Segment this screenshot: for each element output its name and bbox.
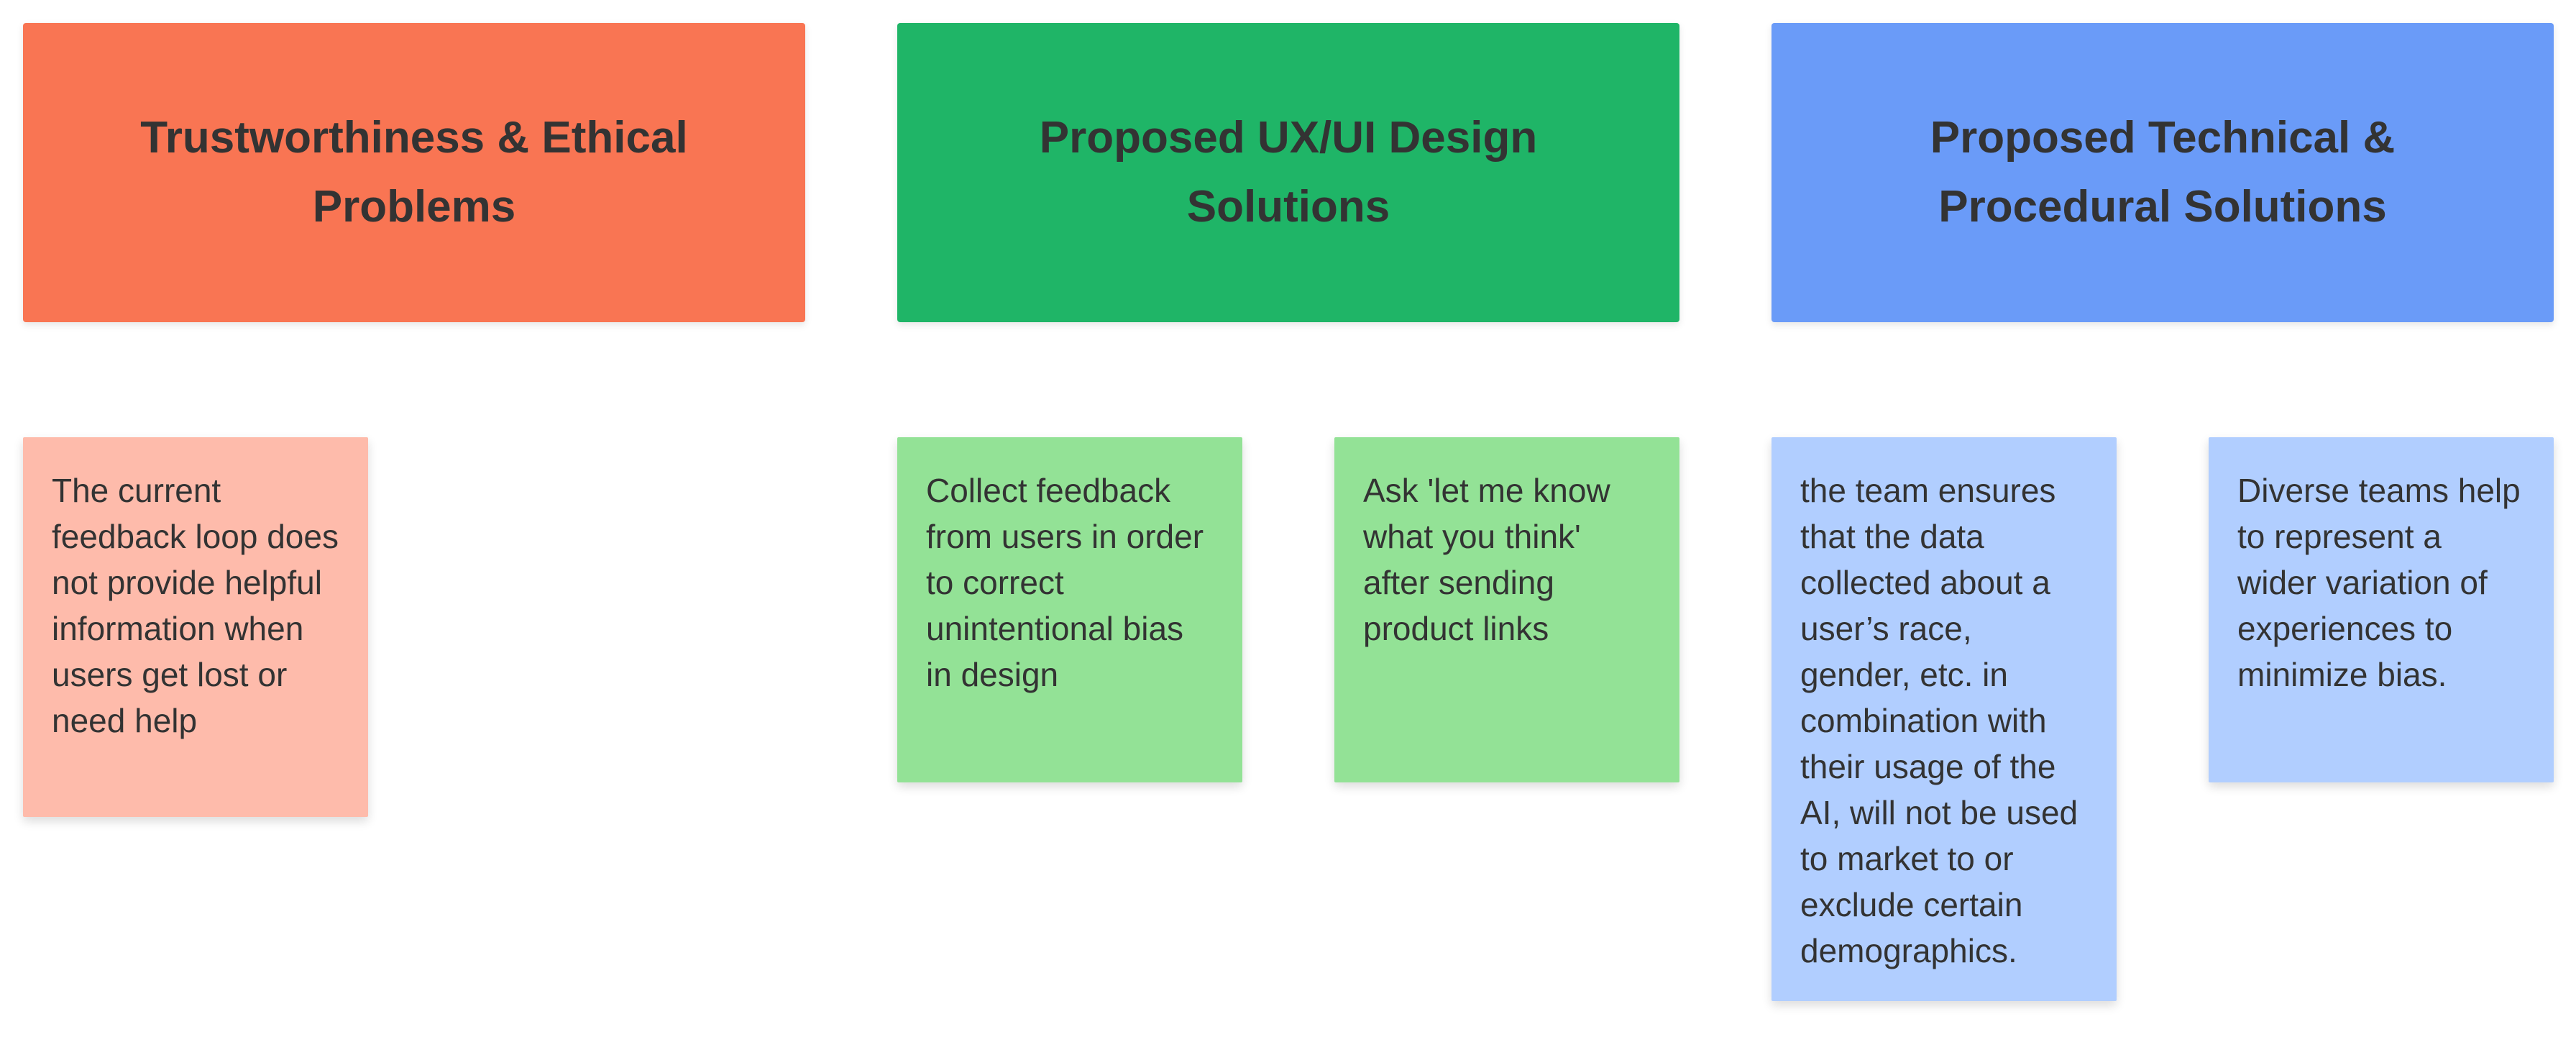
sticky-note-text: Ask 'let me know what you think' after s… (1363, 472, 1610, 647)
sticky-note-ux-1[interactable]: Collect feedback from users in order to … (897, 437, 1242, 782)
sticky-note-text: The current feedback loop does not provi… (52, 472, 339, 739)
sticky-note-ux-2[interactable]: Ask 'let me know what you think' after s… (1334, 437, 1679, 782)
sticky-note-text: the team ensures that the data collected… (1800, 472, 2078, 969)
sticky-note-tech-2[interactable]: Diverse teams help to represent a wider … (2209, 437, 2554, 782)
header-technical-solutions[interactable]: Proposed Technical & Procedural Solution… (1771, 23, 2554, 322)
sticky-note-text: Collect feedback from users in order to … (926, 472, 1204, 693)
header-technical-solutions-title: Proposed Technical & Procedural Solution… (1930, 113, 2396, 232)
header-ux-solutions-title: Proposed UX/UI Design Solutions (1039, 113, 1538, 232)
header-problems-title: Trustworthiness & Ethical Problems (140, 113, 688, 232)
sticky-note-text: Diverse teams help to represent a wider … (2237, 472, 2521, 693)
header-ux-solutions[interactable]: Proposed UX/UI Design Solutions (897, 23, 1679, 322)
sticky-note-tech-1[interactable]: the team ensures that the data collected… (1771, 437, 2117, 1001)
sticky-note-problem-1[interactable]: The current feedback loop does not provi… (23, 437, 368, 817)
header-problems[interactable]: Trustworthiness & Ethical Problems (23, 23, 805, 322)
